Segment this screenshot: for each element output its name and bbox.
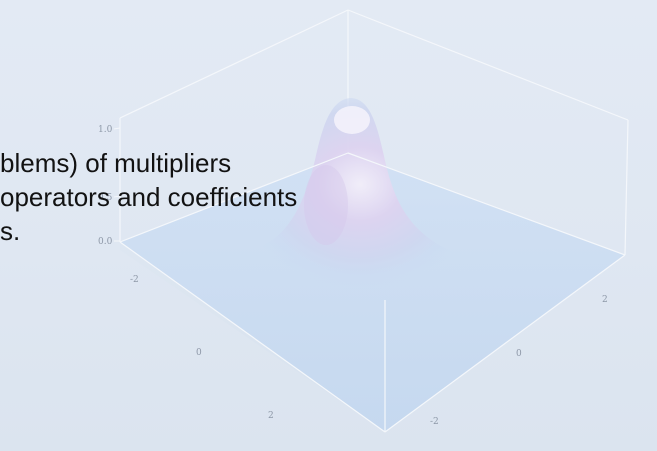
z-axis-ticks: 1.0 0.5 0.0 xyxy=(98,125,121,247)
plot-box-back xyxy=(119,9,629,256)
x-axis-ticks: -2 0 2 xyxy=(130,275,274,421)
body-text-line: blems) of multipliers xyxy=(0,148,232,178)
y-axis-ticks: 2 0 -2 xyxy=(430,295,608,427)
y-tick-label: -2 xyxy=(430,417,439,427)
z-tick-label: 1.0 xyxy=(98,125,113,135)
surface-base-plane xyxy=(120,153,625,432)
x-tick-label: 0 xyxy=(196,348,202,358)
z-tick-label: 0.5 xyxy=(98,193,113,203)
plot-box-front xyxy=(119,152,626,433)
slide-body-text: blems) of multipliers operators and coef… xyxy=(0,146,560,248)
z-tick-label: 0.0 xyxy=(98,237,113,247)
y-tick-label: 2 xyxy=(602,295,608,305)
x-tick-label: 2 xyxy=(268,411,274,421)
body-text-line: operators and coefficients xyxy=(0,182,298,212)
surface-peak xyxy=(250,98,470,291)
x-tick-label: -2 xyxy=(130,275,139,285)
y-tick-label: 0 xyxy=(516,349,522,359)
body-text-line: s. xyxy=(0,216,21,246)
